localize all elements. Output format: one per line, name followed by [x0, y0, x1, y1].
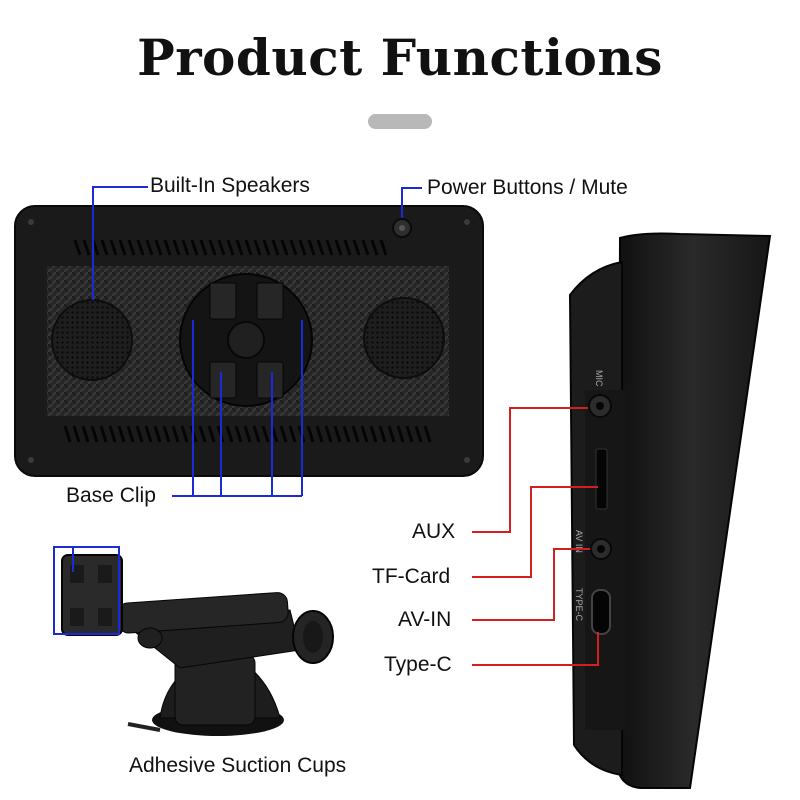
center-mount-plate: [179, 273, 313, 407]
mic-marking: MIC: [594, 370, 604, 387]
blue-callout-lines: [53, 186, 422, 635]
suction-mount: [61, 554, 334, 736]
label-built-in-speakers: Built-In Speakers: [150, 174, 310, 197]
av-in-marking: AV IN: [574, 530, 584, 553]
red-callout-lines: [472, 407, 599, 666]
bottom-vents: [63, 425, 432, 443]
label-type-c: Type-C: [384, 653, 452, 676]
top-vents: [73, 239, 388, 256]
label-power-buttons-mute: Power Buttons / Mute: [427, 176, 628, 199]
type-c-marking: TYPE-C: [574, 588, 584, 622]
screen-side-view: MIC AV IN TYPE-C: [568, 232, 772, 789]
title-divider: [368, 114, 432, 129]
left-speaker-grille: [51, 299, 133, 381]
page-title: Product Functions: [137, 28, 663, 87]
screen-back-view: [14, 205, 484, 477]
right-speaker-grille: [363, 297, 445, 379]
type-c-port: [591, 589, 611, 635]
label-av-in: AV-IN: [398, 608, 452, 631]
label-aux: AUX: [412, 520, 456, 543]
label-adhesive-suction-cups: Adhesive Suction Cups: [129, 754, 347, 777]
label-tf-card: TF-Card: [372, 565, 451, 588]
tf-card-slot: [595, 448, 608, 510]
label-base-clip: Base Clip: [66, 484, 156, 507]
